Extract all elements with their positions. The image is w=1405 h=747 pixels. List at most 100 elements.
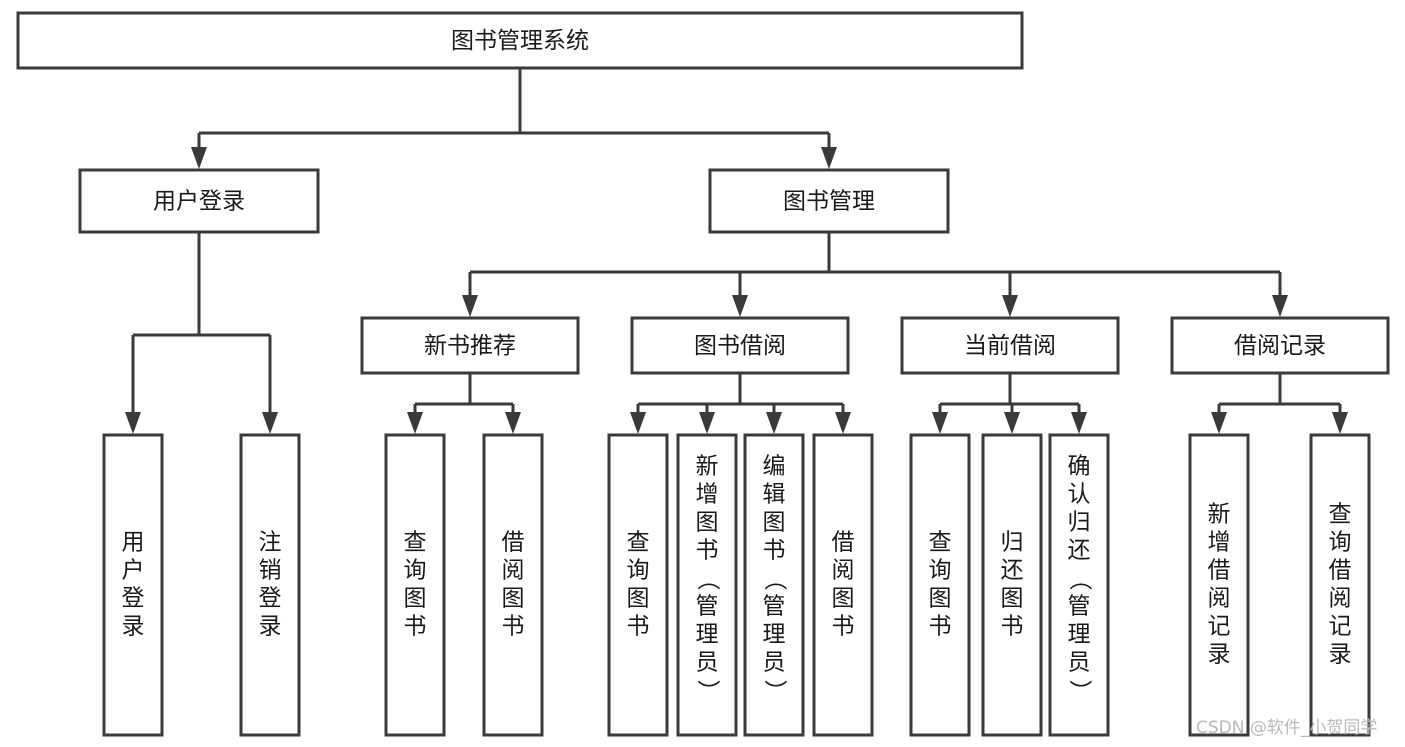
leaf-label-char: 图 (404, 586, 427, 612)
leaf-label-char: 查 (1329, 502, 1352, 528)
leaf-label-char: 归 (1001, 530, 1024, 556)
leaf-label-char: 查 (404, 530, 427, 556)
leaf-label-char: 还 (1068, 538, 1091, 564)
node-l3-borrow[interactable]: 图书借阅 (630, 316, 850, 375)
node-box[interactable] (1188, 433, 1250, 737)
leaf-label-char: 编 (763, 454, 786, 480)
node-box[interactable] (708, 168, 950, 234)
node-box[interactable] (16, 11, 1024, 70)
node-box[interactable] (1048, 433, 1110, 737)
leaf-label-char: 阅 (502, 558, 525, 584)
node-box[interactable] (676, 433, 738, 737)
arrow-head-icon (1272, 295, 1288, 317)
node-leaf-user-login[interactable]: 用户登录 (102, 433, 164, 737)
leaf-label-char: 图 (929, 586, 952, 612)
node-box[interactable] (360, 316, 580, 375)
leaf-label-char: （ (762, 568, 788, 591)
node-box[interactable] (900, 316, 1120, 375)
leaf-label-char: 户 (122, 558, 145, 584)
node-label: 借阅记录 (1234, 333, 1326, 359)
csdn-watermark: CSDN @软件_小贺同学 (1196, 718, 1377, 738)
connector-group-l2-book-mgmt (462, 232, 1288, 317)
node-box[interactable] (812, 433, 874, 737)
leaf-label-char: 图 (627, 586, 650, 612)
leaf-label-char: 员 (1068, 650, 1091, 676)
arrow-head-icon (262, 412, 278, 434)
leaf-label-char: 书 (1001, 614, 1024, 640)
leaf-label-char: 理 (1068, 622, 1091, 648)
node-root[interactable]: 图书管理系统 (16, 11, 1024, 70)
node-box[interactable] (743, 433, 805, 737)
leaf-label-char: 录 (259, 614, 282, 640)
node-box[interactable] (239, 433, 301, 737)
node-box[interactable] (102, 433, 164, 737)
arrow-head-icon (1004, 412, 1020, 434)
arrow-head-icon (1002, 295, 1018, 317)
node-box[interactable] (607, 433, 669, 737)
node-l3-record[interactable]: 借阅记录 (1170, 316, 1390, 375)
connector-group-l3-current (932, 373, 1087, 434)
arrow-head-icon (407, 412, 423, 434)
leaf-label-char: 管 (1068, 594, 1091, 620)
leaf-label-char: 阅 (1329, 586, 1352, 612)
leaf-label-char: 用 (122, 530, 145, 556)
node-label: 图书借阅 (694, 333, 786, 359)
leaf-label-char: 图 (832, 586, 855, 612)
node-l3-new-book[interactable]: 新书推荐 (360, 316, 580, 375)
connector-group-l2-user-login (125, 232, 278, 434)
leaf-label-char: 理 (696, 622, 719, 648)
node-l3-current[interactable]: 当前借阅 (900, 316, 1120, 375)
leaf-label-char: 还 (1001, 558, 1024, 584)
connector-layer (125, 68, 1348, 434)
leaf-label-char: （ (1067, 568, 1093, 591)
node-box[interactable] (1170, 316, 1390, 375)
leaf-label-char: 书 (502, 614, 525, 640)
leaf-label-char: 阅 (832, 558, 855, 584)
leaf-label-char: 书 (929, 614, 952, 640)
leaf-label-char: 认 (1068, 482, 1091, 508)
leaf-label-char: 借 (1208, 558, 1231, 584)
leaf-label-char: 增 (696, 482, 719, 508)
arrow-head-icon (462, 295, 478, 317)
leaf-label-char: ） (762, 680, 788, 703)
node-box[interactable] (630, 316, 850, 375)
node-box[interactable] (78, 168, 320, 234)
node-box[interactable] (981, 433, 1043, 737)
leaf-label-char: 询 (404, 558, 427, 584)
leaf-label-char: 借 (832, 530, 855, 556)
leaf-label-char: 录 (122, 614, 145, 640)
leaf-label-char: 书 (627, 614, 650, 640)
node-l2-user-login[interactable]: 用户登录 (78, 168, 320, 234)
leaf-label-char: 管 (763, 594, 786, 620)
leaf-label-char: 归 (1068, 510, 1091, 536)
node-label: 新书推荐 (424, 333, 516, 359)
leaf-label-char: 查 (929, 530, 952, 556)
leaf-label-char: 记 (1329, 614, 1352, 640)
arrow-head-icon (835, 412, 851, 434)
leaf-label-char: 图 (502, 586, 525, 612)
leaf-label-char: 确 (1068, 454, 1091, 480)
node-box[interactable] (384, 433, 446, 737)
connector-group-l3-borrow (630, 373, 851, 434)
node-box[interactable] (1309, 433, 1371, 737)
node-label: 当前借阅 (964, 333, 1056, 359)
leaf-label-char: 增 (1208, 530, 1231, 556)
leaf-label-char: 询 (929, 558, 952, 584)
arrow-head-icon (766, 412, 782, 434)
node-box[interactable] (482, 433, 544, 737)
node-l2-book-mgmt[interactable]: 图书管理 (708, 168, 950, 234)
node-box[interactable] (909, 433, 971, 737)
